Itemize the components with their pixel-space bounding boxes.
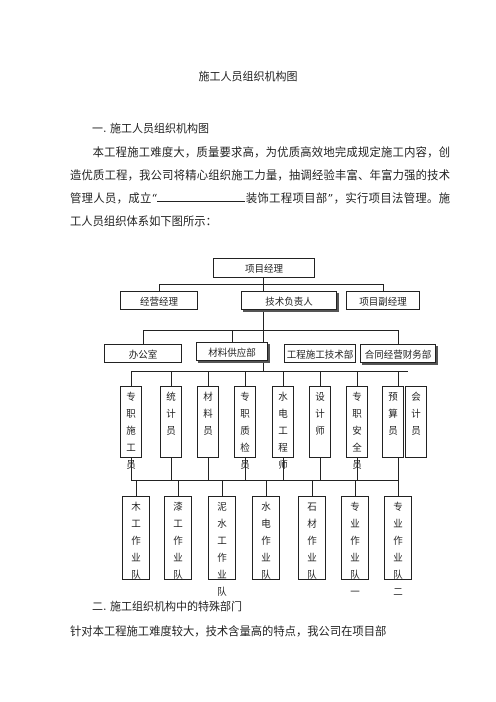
connector	[245, 458, 246, 480]
org-node-deputy-manager: 项目副经理	[346, 291, 420, 310]
project-name-blank	[157, 189, 246, 202]
connector	[222, 480, 223, 496]
org-node-office: 办公室	[104, 344, 182, 363]
section-heading-2: 二. 施工组织机构中的特殊部门	[92, 600, 242, 613]
connector	[178, 480, 179, 496]
connector	[208, 458, 209, 480]
connector	[283, 458, 284, 480]
intro-text-start: 本工程施工难度大，质量要求高，为优质高效地完成规定施工内容，创造优质工程，我公司…	[70, 146, 450, 205]
connector	[131, 480, 399, 481]
connector	[136, 480, 137, 496]
org-node-team: 泥水工作业队	[208, 496, 236, 598]
connector	[312, 480, 313, 496]
org-node-staff: 专职质检员	[234, 386, 256, 471]
connector	[245, 371, 246, 386]
org-node-team: 木工作业队	[122, 496, 150, 581]
connector	[357, 371, 358, 386]
connector	[263, 310, 264, 343]
connector	[143, 330, 399, 331]
connector	[171, 458, 172, 480]
connector	[263, 362, 264, 372]
org-node-staff: 设计师	[309, 386, 331, 458]
special-depts-text: 针对本工程施工难度较大，技术含量高的特点，我公司在项目部	[70, 625, 387, 638]
connector	[283, 371, 284, 386]
connector	[398, 371, 399, 386]
org-node-staff: 预算员	[382, 386, 404, 458]
paragraph-special-depts: 针对本工程施工难度较大，技术含量高的特点，我公司在项目部	[70, 620, 450, 643]
connector	[398, 480, 399, 496]
org-node-team: 专业作业队二	[384, 496, 412, 598]
connector	[159, 284, 160, 292]
page-title: 施工人员组织机构图	[198, 70, 298, 83]
org-node-staff: 水电工程师	[272, 386, 294, 471]
org-node-materials-dept: 材料供应部	[196, 342, 268, 361]
paragraph-intro: 本工程施工难度大，质量要求高，为优质高效地完成规定施工内容，创造优质工程，我公司…	[70, 141, 450, 233]
org-node-business-manager: 经营经理	[120, 291, 198, 310]
org-node-technical-lead: 技术负责人	[241, 291, 337, 310]
connector	[131, 371, 408, 372]
connector	[320, 458, 321, 480]
connector	[159, 284, 384, 285]
connector	[357, 458, 358, 480]
org-node-staff: 材料员	[197, 386, 219, 458]
org-node-team: 漆工作业队	[164, 496, 192, 581]
connector	[398, 458, 399, 480]
connector	[266, 480, 267, 496]
org-node-staff: 会计员	[405, 386, 427, 458]
org-node-staff: 统计员	[160, 386, 182, 458]
org-node-team: 石材作业队	[298, 496, 326, 581]
connector	[398, 330, 399, 344]
connector	[131, 458, 132, 480]
org-node-finance-dept: 合同经营财务部	[360, 344, 436, 363]
org-node-team: 水电作业队	[252, 496, 280, 581]
org-node-team: 专业作业队一	[341, 496, 369, 598]
org-node-staff: 专职安全员	[346, 386, 368, 471]
connector	[131, 371, 132, 386]
connector	[263, 278, 264, 292]
org-node-staff: 专职施工员	[120, 386, 142, 471]
connector	[383, 284, 384, 292]
section-heading-1: 一. 施工人员组织机构图	[92, 122, 209, 135]
connector	[143, 330, 144, 344]
connector	[355, 480, 356, 496]
intro-text-end: 装饰工程项目部”，实行项目法管理。施工人员组织体系如下图所示：	[70, 192, 450, 228]
connector	[208, 371, 209, 386]
org-node-project-manager: 项目经理	[213, 258, 315, 278]
connector	[171, 371, 172, 386]
connector	[320, 371, 321, 386]
org-node-engineering-dept: 工程施工技术部	[284, 344, 356, 363]
connector	[232, 330, 233, 342]
